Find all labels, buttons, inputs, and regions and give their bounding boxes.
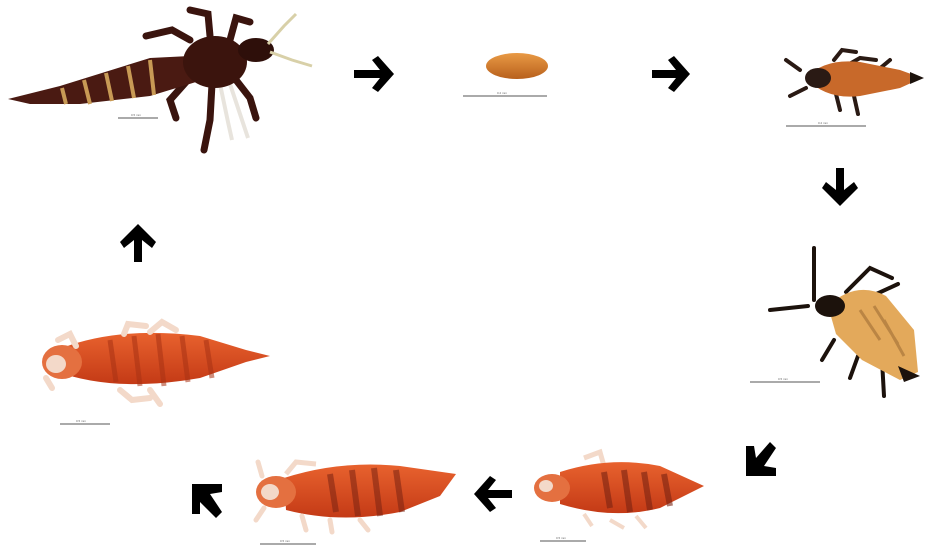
pupa-stage-2: 0.5 mm (42, 322, 270, 424)
adult-thrips: 0.5 mm (8, 10, 312, 150)
arrow-up-icon (120, 224, 156, 262)
arrow-right-icon (652, 56, 690, 92)
second-instar-larva: 0.5 mm (750, 248, 920, 396)
pupa-stage-1: 0.5 mm (256, 462, 456, 544)
propupa-scale-label: 0.5 mm (556, 536, 567, 540)
larva1-scale-label: 0.2 mm (818, 121, 829, 125)
arrow-right-icon (354, 56, 394, 92)
arrow-down-left-icon (746, 442, 776, 476)
adult-scale-label: 0.5 mm (131, 113, 142, 117)
arrow-down-icon (822, 168, 858, 206)
egg-scale-label: 0.2 mm (497, 91, 508, 95)
propupa: 0.5 mm (534, 452, 704, 541)
pupa2-scale-label: 0.5 mm (76, 419, 87, 423)
arrow-up-left-icon (192, 484, 222, 518)
arrow-left-icon (474, 476, 512, 512)
pupa1-scale-label: 0.5 mm (280, 539, 291, 543)
egg: 0.2 mm (463, 53, 548, 96)
larva2-scale-label: 0.5 mm (778, 377, 789, 381)
first-instar-larva: 0.2 mm (786, 50, 924, 126)
